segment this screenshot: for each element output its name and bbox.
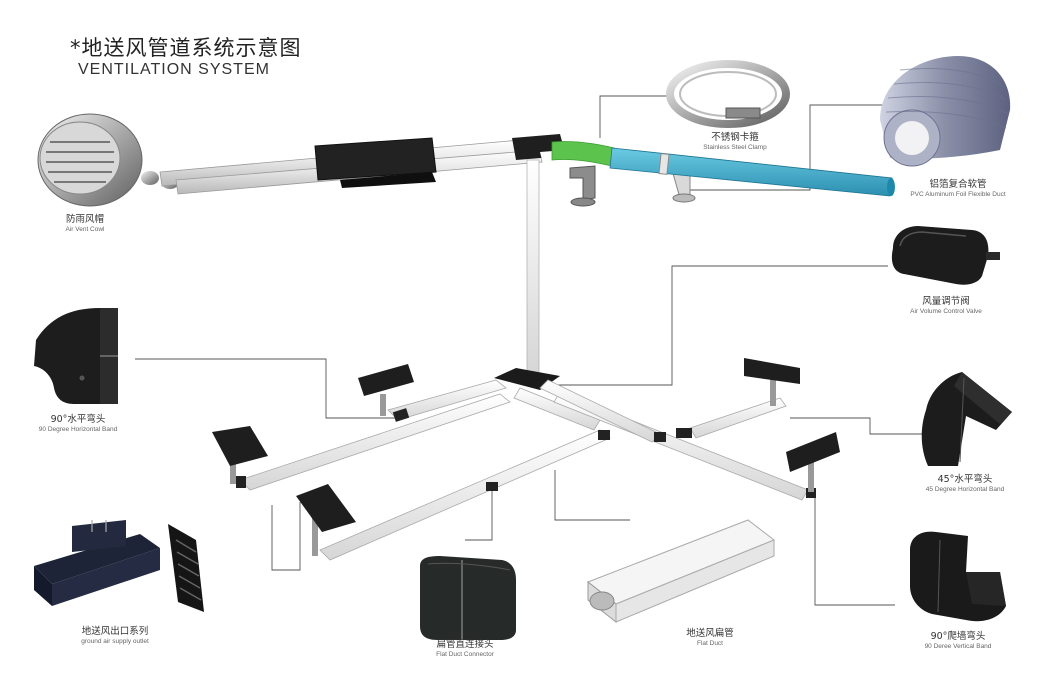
label-horizontal-bend-90-en: 90 Degree Horizontal Band [38,425,118,433]
label-flat-duct-connector-en: Flat Duct Connector [436,650,494,658]
flat-duct-connector-image [420,556,516,640]
supply-outlet-image [34,520,204,612]
vertical-bend-90-image [910,531,1006,622]
label-horizontal-bend-90: 90°水平弯头 90 Degree Horizontal Band [18,414,138,433]
label-flexible-duct-cn: 铝箔复合软管 [929,179,987,190]
label-supply-outlet-cn: 地送风出口系列 [81,626,149,637]
air-vent-cowl-image [37,113,179,207]
label-flexible-duct-en: PVC Aluminum Foil Flexible Duct [910,190,1006,198]
top-main-ducts [159,134,895,375]
label-volume-valve-en: Air Volume Control Valve [910,307,982,315]
label-vertical-bend-90: 90°爬墙弯头 90 Deree Vertical Band [898,631,1018,650]
label-flat-duct-en: Flat Duct [696,639,723,647]
label-supply-outlet-en: ground air supply outlet [81,637,149,645]
label-steel-clamp-cn: 不锈钢卡箍 [711,132,759,143]
label-volume-valve: 风量调节阀 Air Volume Control Valve [886,296,1006,315]
flat-duct-image [587,519,775,624]
label-flat-duct-connector: 扁管直连接头 Flat Duct Connector [405,639,525,658]
label-vertical-bend-90-cn: 90°爬墙弯头 [930,631,986,642]
label-vertical-bend-90-en: 90 Deree Vertical Band [924,642,992,650]
label-flat-duct-connector-cn: 扁管直连接头 [436,639,494,650]
title-english: VENTILATION SYSTEM [78,61,270,78]
label-air-vent-cowl: 防雨风帽 Air Vent Cowl [30,214,140,233]
label-air-vent-cowl-en: Air Vent Cowl [65,225,105,233]
label-air-vent-cowl-cn: 防雨风帽 [65,214,104,225]
label-flexible-duct: 铝箔复合软管 PVC Aluminum Foil Flexible Duct [888,179,1028,198]
steel-clamp-image [666,60,790,128]
label-horizontal-bend-90-cn: 90°水平弯头 [50,414,106,425]
label-volume-valve-cn: 风量调节阀 [922,296,970,307]
label-flat-duct: 地送风扁管 Flat Duct [655,628,765,647]
leader-lines [135,95,925,606]
label-horizontal-bend-45-en: 45 Degree Horizontal Band [925,485,1005,493]
label-flat-duct-cn: 地送风扁管 [686,628,734,639]
label-horizontal-bend-45-cn: 45°水平弯头 [937,474,993,485]
label-steel-clamp-en: Stainless Steel Clamp [703,143,767,151]
label-horizontal-bend-45: 45°水平弯头 45 Degree Horizontal Band [905,474,1025,493]
label-steel-clamp: 不锈钢卡箍 Stainless Steel Clamp [680,132,790,151]
horizontal-bend-90-image [34,308,118,404]
label-supply-outlet: 地送风出口系列 ground air supply outlet [50,626,180,645]
title-chinese: *地送风管道系统示意图 [70,36,302,60]
volume-valve-image [891,226,1000,285]
flexible-duct-image [880,56,1011,167]
floor-duct-network [212,358,840,561]
horizontal-bend-45-image [921,372,1012,466]
